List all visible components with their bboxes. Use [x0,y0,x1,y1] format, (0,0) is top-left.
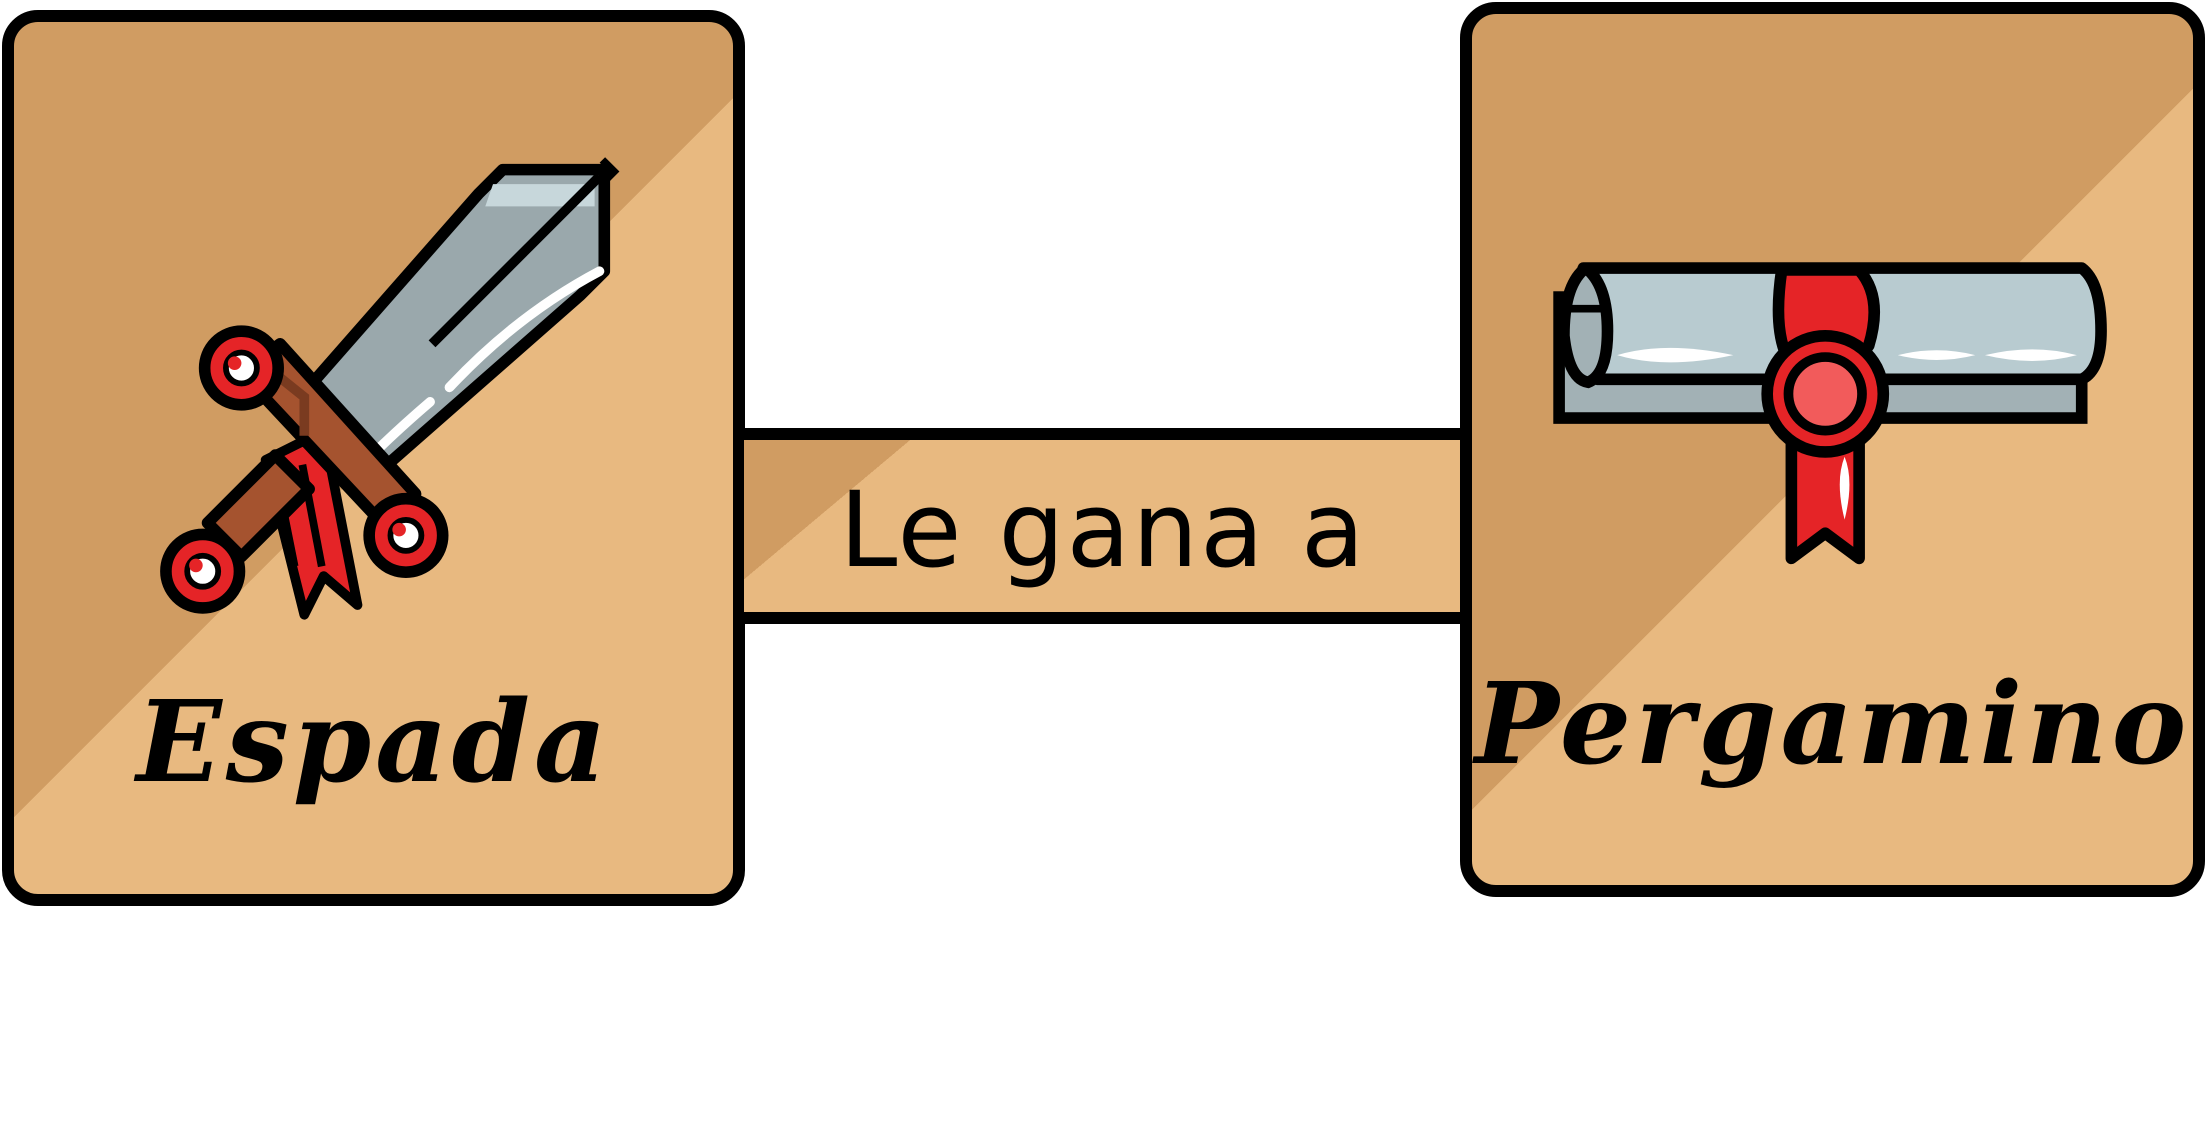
card-title-pergamino: Pergamino [1474,659,2191,790]
scroll-icon [1553,262,2107,565]
sword-icon [160,157,620,620]
result-banner: Le gana a [744,428,1462,624]
result-text: Le gana a [839,469,1367,591]
card-espada[interactable]: Espada [2,10,745,906]
card-title-espada: Espada [136,677,611,808]
card-pergamino[interactable]: Pergamino [1460,2,2205,897]
